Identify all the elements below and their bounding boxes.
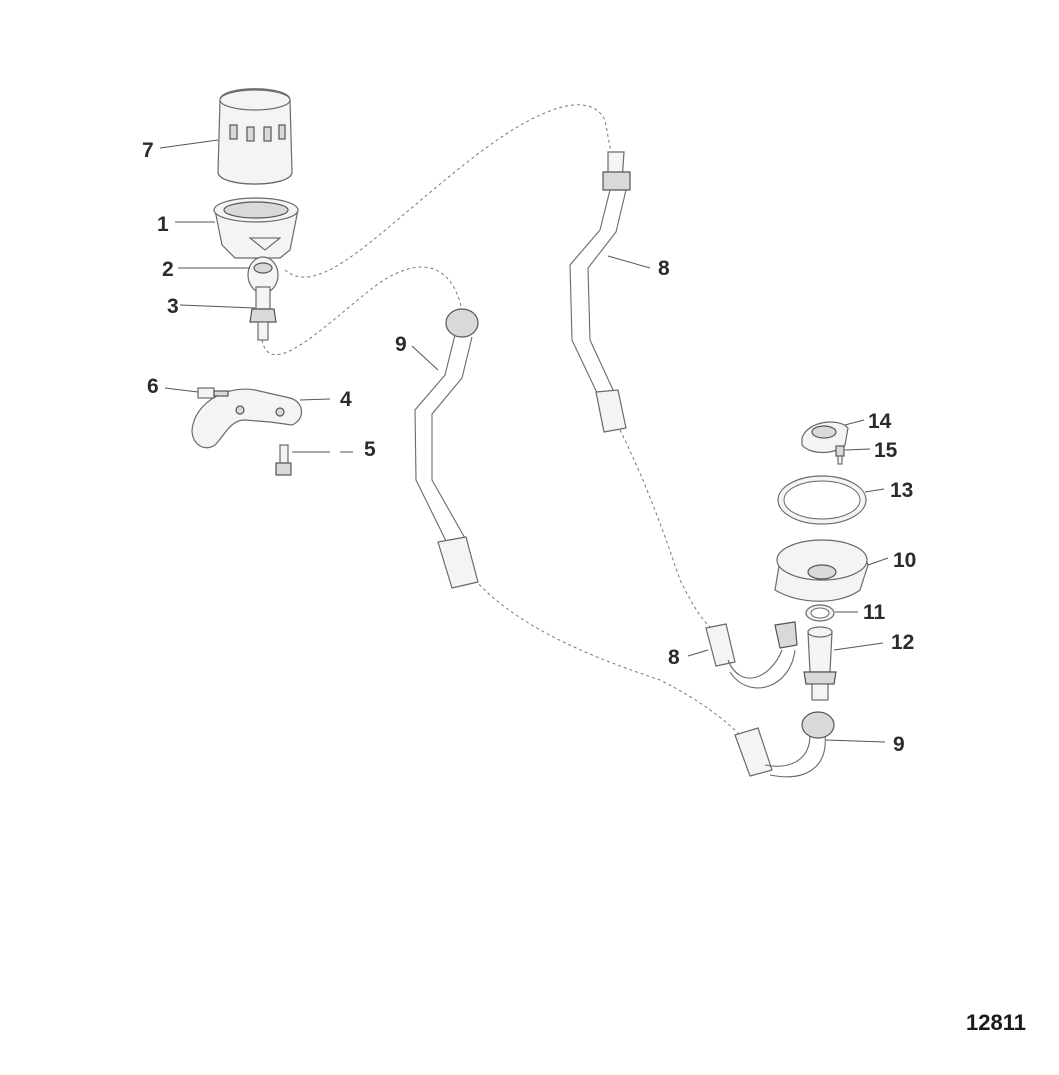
sensor-cap <box>801 421 849 454</box>
oil-hose-lower <box>705 621 798 689</box>
filter-adapter <box>213 197 299 259</box>
callout-7: 7 <box>142 139 154 162</box>
callout-11: 11 <box>863 601 886 624</box>
mounting-bracket <box>191 388 303 449</box>
callout-4: 4 <box>340 388 352 411</box>
filter-housing <box>774 539 869 602</box>
callout-10: 10 <box>893 549 916 572</box>
callout-13: 13 <box>890 479 913 502</box>
o-ring <box>805 604 835 622</box>
callout-3: 3 <box>167 295 179 318</box>
callouts: 7 1 2 3 6 4 5 8 9 14 15 13 10 11 12 8 9 <box>142 139 916 756</box>
callout-15: 15 <box>874 439 898 462</box>
callout-8-lower: 8 <box>668 646 680 669</box>
callout-5: 5 <box>364 438 376 461</box>
callout-2: 2 <box>162 258 174 281</box>
callout-14: 14 <box>868 410 892 433</box>
leader-lines <box>159 139 889 743</box>
gasket-ring <box>777 475 867 525</box>
callout-1: 1 <box>157 213 169 236</box>
callout-12: 12 <box>891 631 914 654</box>
figure-number: 12811 <box>966 1010 1026 1035</box>
screw-15 <box>835 445 845 465</box>
fitting-seal <box>247 256 279 294</box>
callout-9-lower: 9 <box>893 733 905 756</box>
assembly-dashed-lines <box>261 104 741 736</box>
screw-6 <box>197 387 229 399</box>
return-hose-lower <box>734 711 835 778</box>
bolt-5 <box>275 444 292 476</box>
oil-hose-upper <box>569 151 631 433</box>
nipple-fitting <box>803 626 837 701</box>
oil-filter <box>217 88 293 185</box>
callout-8-upper: 8 <box>658 257 670 280</box>
callout-9-upper: 9 <box>395 333 407 356</box>
callout-6: 6 <box>147 375 159 398</box>
threaded-fitting <box>249 286 277 341</box>
return-hose-upper <box>414 308 479 589</box>
